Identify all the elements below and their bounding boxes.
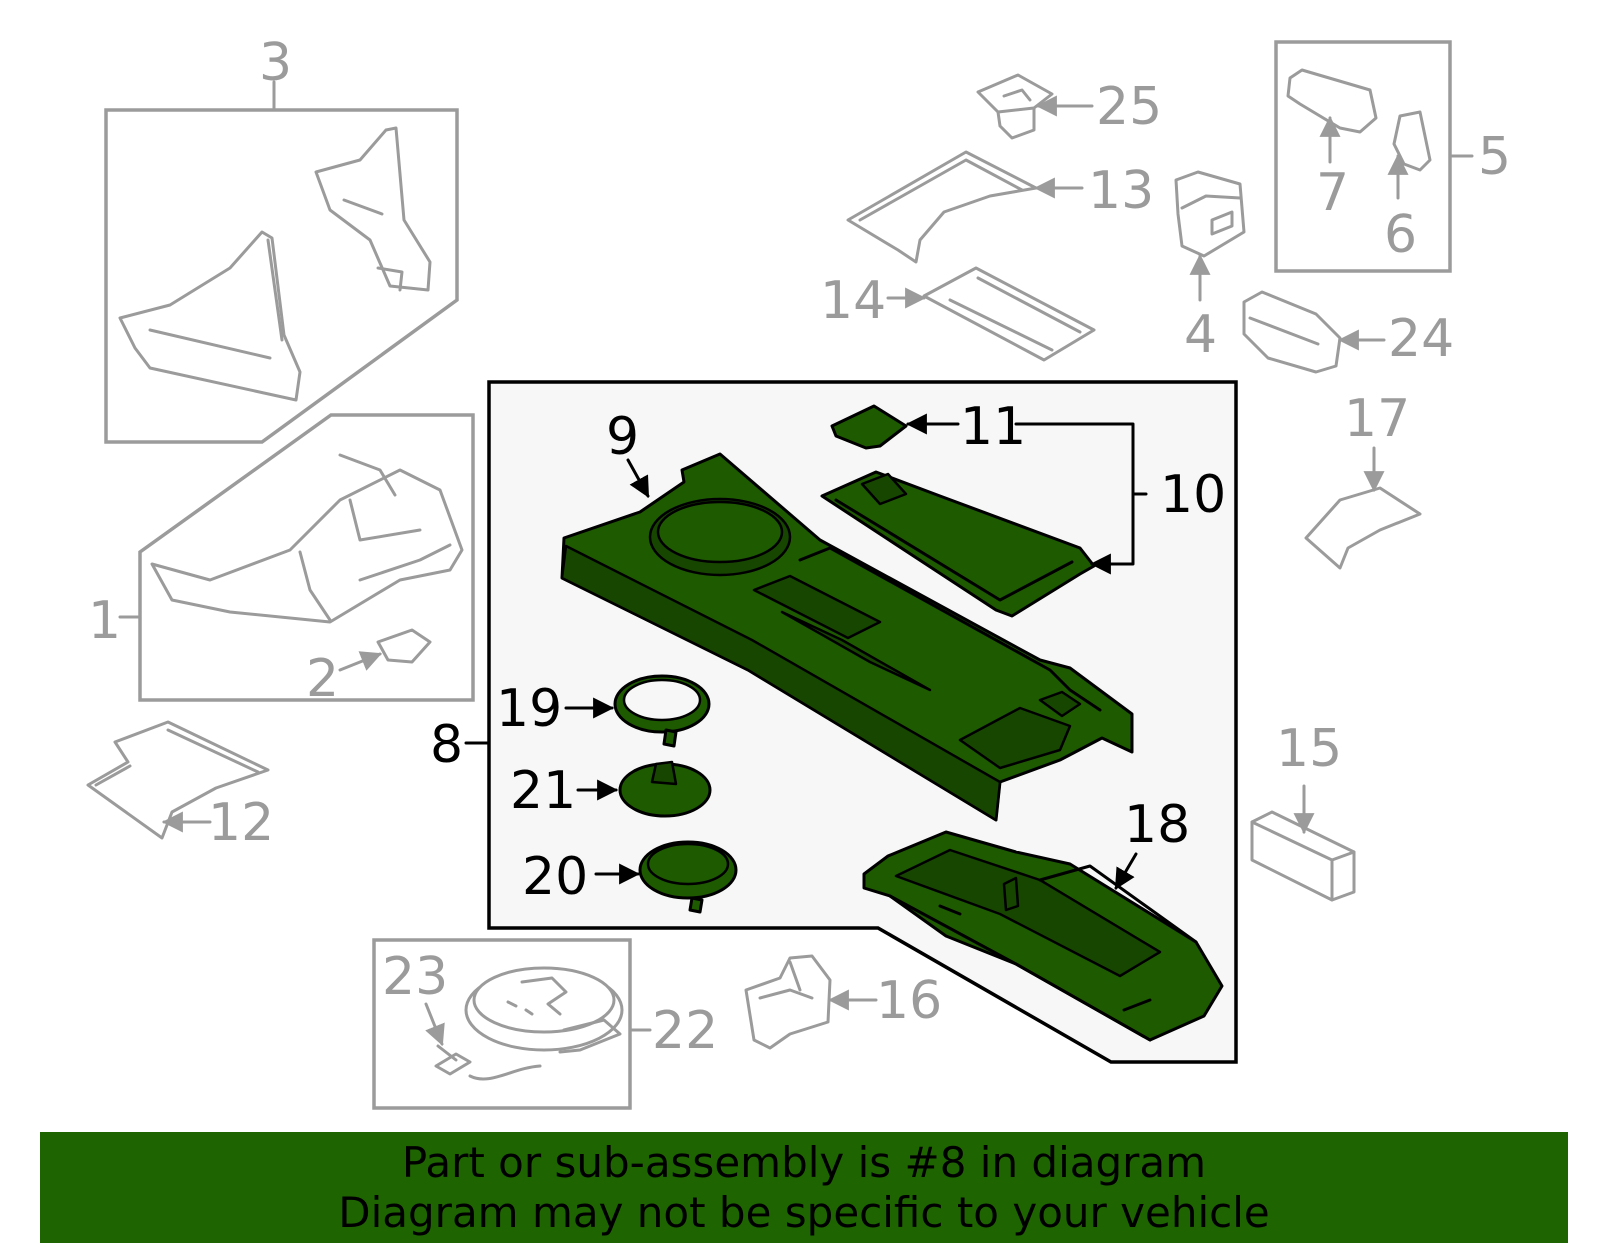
callout-23: 23 bbox=[382, 947, 448, 1007]
part-11-cover bbox=[830, 404, 908, 450]
group-1-console-bracket bbox=[118, 413, 475, 702]
part-18-tray bbox=[862, 830, 1224, 1042]
callout-21: 21 bbox=[510, 761, 576, 821]
part-15-pad bbox=[1250, 810, 1356, 902]
part-17-trim bbox=[1304, 486, 1422, 570]
callout-5: 5 bbox=[1478, 127, 1511, 187]
callout-12: 12 bbox=[208, 793, 274, 853]
part-4-switch bbox=[1174, 170, 1246, 258]
callout-25: 25 bbox=[1096, 77, 1162, 137]
callout-24: 24 bbox=[1388, 309, 1454, 369]
part-19-ring bbox=[613, 674, 711, 748]
part-24-knob bbox=[1242, 290, 1342, 374]
callout-14: 14 bbox=[820, 271, 886, 331]
part-14-mat bbox=[922, 266, 1096, 362]
callout-3: 3 bbox=[259, 33, 292, 93]
callout-13: 13 bbox=[1088, 161, 1154, 221]
part-20-ring bbox=[638, 840, 738, 914]
callout-7: 7 bbox=[1316, 163, 1349, 223]
leader-lines bbox=[161, 95, 1409, 1046]
callout-19: 19 bbox=[496, 679, 562, 739]
banner-line-2: Diagram may not be specific to your vehi… bbox=[338, 1187, 1270, 1237]
group-3-side-panels bbox=[104, 80, 459, 444]
callout-9: 9 bbox=[606, 407, 639, 467]
banner-line-1: Part or sub-assembly is #8 in diagram bbox=[401, 1137, 1207, 1187]
part-13-gasket bbox=[846, 150, 1038, 264]
group-5-switch-assembly bbox=[1274, 40, 1474, 273]
info-banner: Part or sub-assembly is #8 in diagram Di… bbox=[40, 1132, 1568, 1243]
callout-11: 11 bbox=[960, 397, 1026, 457]
callout-8: 8 bbox=[430, 715, 463, 775]
callout-16: 16 bbox=[876, 971, 942, 1031]
callout-22: 22 bbox=[652, 1001, 718, 1061]
callout-17: 17 bbox=[1344, 389, 1410, 449]
callout-labels: 3 1 2 12 25 13 14 4 7 6 5 24 17 15 16 23… bbox=[88, 33, 1511, 1061]
callout-10: 10 bbox=[1160, 465, 1226, 525]
callout-2: 2 bbox=[306, 649, 339, 709]
callout-15: 15 bbox=[1276, 719, 1342, 779]
callout-1: 1 bbox=[88, 591, 121, 651]
callout-20: 20 bbox=[522, 847, 588, 907]
part-9-console-body bbox=[560, 452, 1134, 822]
part-16-bracket bbox=[744, 954, 832, 1050]
part-21-cap bbox=[618, 760, 712, 818]
callout-18: 18 bbox=[1124, 795, 1190, 855]
part-25-clip bbox=[976, 73, 1054, 140]
callout-4: 4 bbox=[1184, 305, 1217, 365]
callout-6: 6 bbox=[1384, 205, 1417, 265]
group-22-shift-indicator bbox=[372, 938, 652, 1110]
